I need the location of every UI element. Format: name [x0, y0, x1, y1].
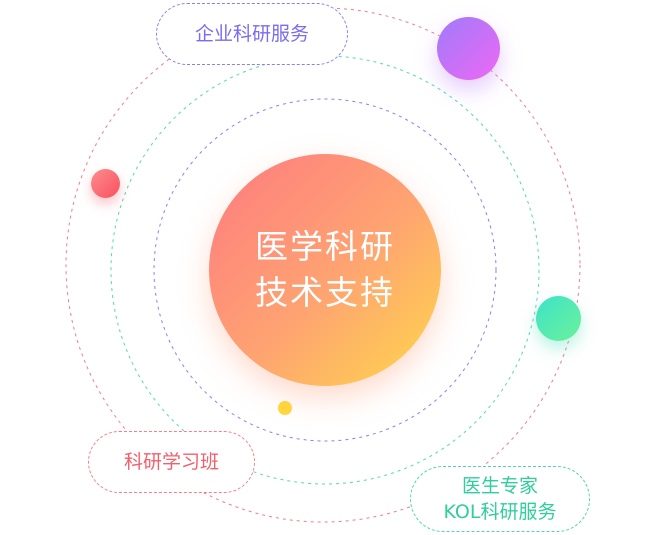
teal-orbit-dot: [536, 296, 581, 341]
yellow-orbit-dot: [278, 401, 292, 415]
outer-orbit-ring: [65, 7, 581, 523]
kol-label-line-2: KOL科研服务: [443, 501, 557, 523]
red-orbit-dot: [91, 169, 120, 198]
center-hub: 医学科研 技术支持: [209, 154, 441, 386]
enterprise-research-service-label: 企业科研服务: [194, 23, 309, 45]
kol-research-service-tag[interactable]: 医生专家 KOL科研服务: [410, 466, 590, 532]
inner-orbit-ring: [153, 98, 497, 442]
research-class-tag[interactable]: 科研学习班: [88, 431, 255, 493]
center-title-line-1: 医学科研: [255, 227, 395, 266]
purple-orbit-dot: [437, 17, 500, 80]
center-title-line-2: 技术支持: [255, 273, 395, 312]
kol-label-line-1: 医生专家: [461, 475, 538, 497]
research-class-label: 科研学习班: [123, 451, 219, 473]
enterprise-research-service-tag[interactable]: 企业科研服务: [156, 3, 348, 65]
